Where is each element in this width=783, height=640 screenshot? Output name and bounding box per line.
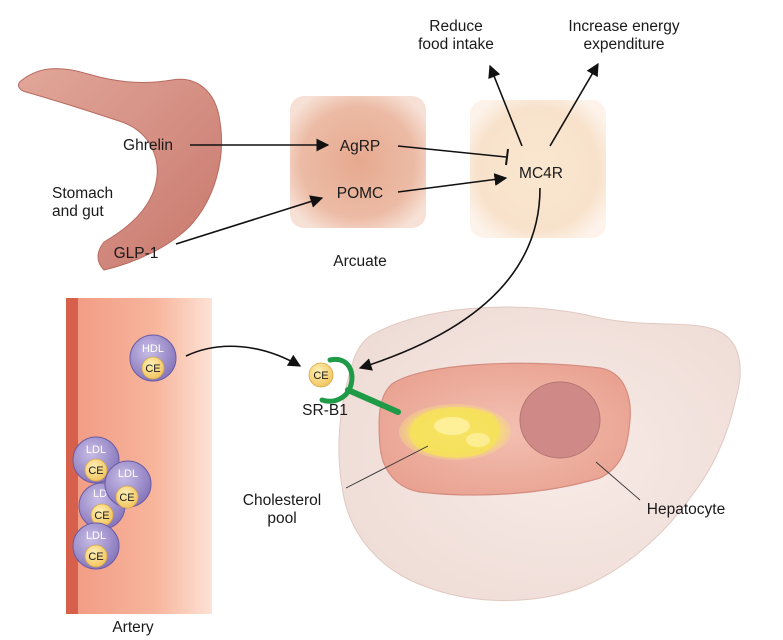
- arcuate-region: [290, 96, 426, 228]
- hdl-ce-label: CE: [145, 363, 160, 375]
- arrow-glp1-pomc: [175, 195, 324, 245]
- stomach-shape: [18, 68, 223, 271]
- mc4r-region: [470, 100, 606, 238]
- agrp-label: AgRP: [340, 138, 381, 155]
- ldl-label-partial: LD: [93, 488, 107, 500]
- artery-wall: [66, 298, 78, 614]
- ldl-label: LDL: [86, 530, 106, 542]
- ldl-particle: LDL CE: [72, 436, 120, 484]
- pomc-label: POMC: [337, 185, 384, 202]
- ldl-particle: LDL CE: [104, 460, 152, 509]
- ldl-ce-label: CE: [119, 492, 134, 504]
- hdl-particle: HDL CE: [129, 334, 177, 382]
- mc4r-label: MC4R: [519, 165, 563, 182]
- hdl-label: HDL: [142, 343, 164, 355]
- leader-cholesterol: [345, 445, 429, 489]
- glp1-label: GLP-1: [114, 245, 159, 262]
- inhibit-bar: [505, 148, 509, 166]
- ldl-ce-label: CE: [88, 551, 103, 563]
- ldl-label: LDL: [86, 444, 106, 456]
- srb1-receptor: CE: [308, 356, 401, 415]
- arrow-hdl-srb1: [185, 345, 302, 367]
- nucleus: [519, 381, 601, 459]
- ldl-label: LDL: [118, 468, 138, 480]
- artery-label: Artery: [112, 619, 154, 636]
- ldl-ce-label: CE: [94, 510, 109, 522]
- inhibit-agrp-mc4r: [397, 145, 507, 158]
- arrow-mc4r-energy: [549, 62, 599, 147]
- srb1-ce-label: CE: [313, 370, 328, 382]
- arrow-mc4r-food: [488, 64, 523, 147]
- arcuate-label: Arcuate: [333, 253, 386, 270]
- srb1-label: SR-B1: [302, 402, 348, 419]
- leader-hepatocyte: [595, 461, 641, 501]
- ldl-ce-label: CE: [88, 465, 103, 477]
- hepatocyte-label: Hepatocyte: [647, 501, 725, 518]
- cholesterol-pool-blob: [399, 404, 511, 460]
- arrow-pomc-mc4r: [397, 173, 508, 193]
- ghrelin-label: Ghrelin: [123, 137, 173, 154]
- arrow-mc4r-srb1: [358, 187, 541, 371]
- ldl-particle: LDL CE: [72, 522, 120, 570]
